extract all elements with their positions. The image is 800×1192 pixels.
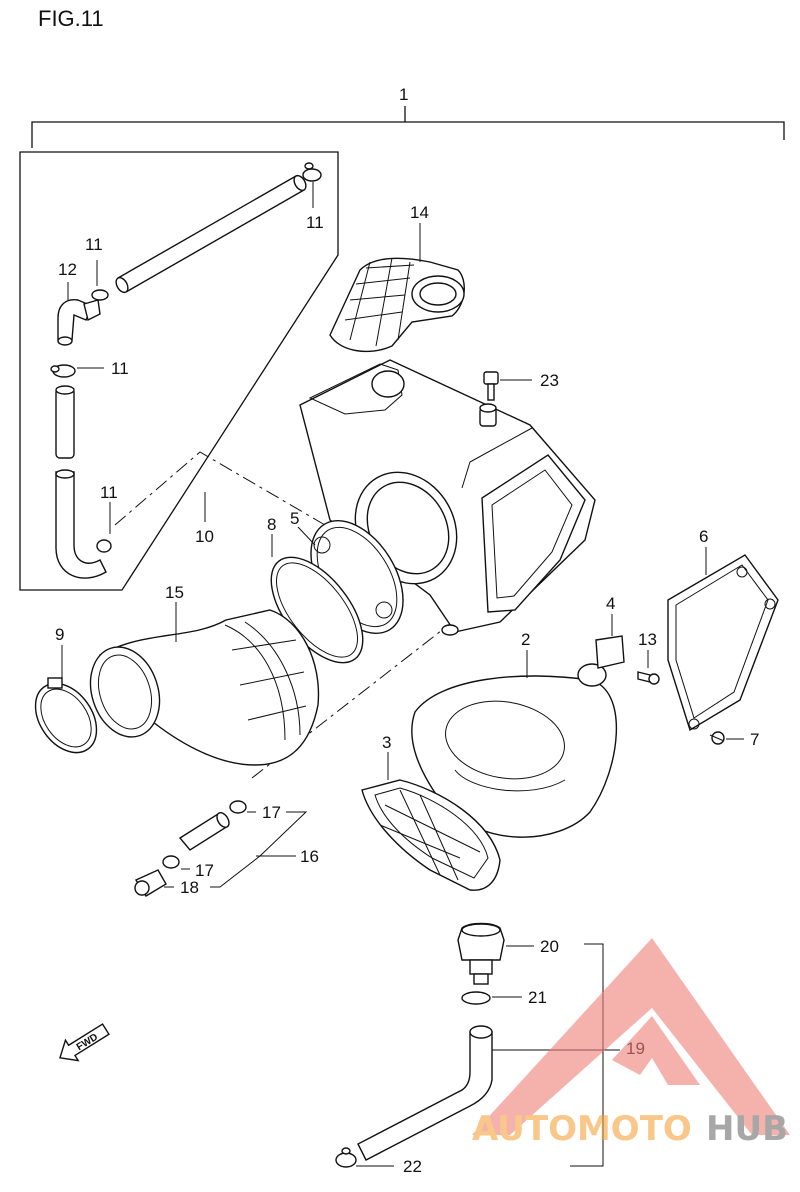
drain-hose-short <box>178 812 230 851</box>
elbow-joint <box>57 298 101 346</box>
callout-11-top: 11 <box>306 213 324 232</box>
callout-23: 23 <box>540 371 559 390</box>
breather-hose-curved <box>55 469 107 579</box>
assembly-bracket <box>31 106 785 148</box>
callout-11-bottom: 11 <box>100 483 118 502</box>
hose-clamp-elbow <box>91 289 109 301</box>
fwd-arrow: FWD <box>59 1023 110 1062</box>
callout-9: 9 <box>55 625 64 644</box>
valve-hose <box>357 1025 493 1161</box>
bolt-23 <box>483 371 499 401</box>
callout-22: 22 <box>403 1157 422 1176</box>
watermark-text-b: HUB <box>706 1109 788 1149</box>
callout-21: 21 <box>528 988 547 1007</box>
callout-17-upper: 17 <box>262 803 281 822</box>
breather-hose-long <box>115 174 307 294</box>
hose-clamp-top-right <box>302 162 322 182</box>
element-frame <box>361 779 501 891</box>
valve-hose-clamp <box>461 991 491 1005</box>
callout-3: 3 <box>382 733 391 752</box>
callout-4: 4 <box>606 594 615 613</box>
callout-13: 13 <box>638 630 657 649</box>
air-filter-element <box>411 675 617 838</box>
drain-valve <box>457 922 505 985</box>
drain-group-bracket <box>210 811 308 888</box>
hose-clamp-bottom <box>96 539 112 553</box>
screw-7 <box>709 731 725 745</box>
callout-20: 20 <box>540 937 559 956</box>
callout-18: 18 <box>180 878 199 897</box>
valve-hose-end-clamp <box>335 1147 357 1168</box>
clip-4 <box>577 635 625 687</box>
watermark-text-a: AUTOMOTO <box>472 1109 692 1149</box>
watermark-logo: AUTOMOTO HUB <box>472 938 790 1149</box>
callout-8: 8 <box>267 515 276 534</box>
callout-11-left: 11 <box>85 235 103 254</box>
callout-11-middle: 11 <box>111 359 129 378</box>
callout-15: 15 <box>165 583 184 602</box>
outlet-tube <box>89 609 320 766</box>
hose-group-frame <box>19 151 339 591</box>
callout-12: 12 <box>58 260 77 279</box>
drain-plug <box>134 869 167 897</box>
callout-5: 5 <box>290 509 299 528</box>
callout-6: 6 <box>699 527 708 546</box>
alignment-lines <box>114 451 456 779</box>
callout-2: 2 <box>521 630 530 649</box>
air-cleaner-cover <box>667 554 779 732</box>
figure-title: FIG.11 <box>38 6 104 31</box>
callout-14: 14 <box>410 203 429 222</box>
breather-hose-straight <box>55 385 75 459</box>
band-clamp <box>34 677 98 754</box>
callout-7: 7 <box>750 730 759 749</box>
intake-duct <box>329 257 465 353</box>
screw-13 <box>637 671 660 685</box>
callout-16: 16 <box>300 847 319 866</box>
callout-10: 10 <box>195 527 214 546</box>
drain-clamp-upper <box>229 800 247 814</box>
callout-17-lower: 17 <box>195 861 214 880</box>
callout-1: 1 <box>399 85 408 104</box>
drain-clamp-lower <box>162 855 180 869</box>
hose-clamp-middle <box>50 364 76 378</box>
